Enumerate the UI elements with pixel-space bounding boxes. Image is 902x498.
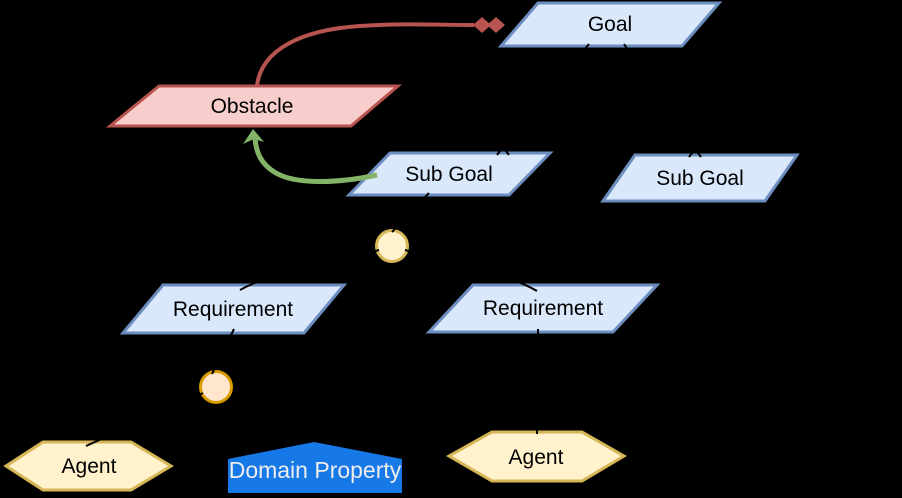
connector-requirement-agent-right bbox=[536, 328, 539, 435]
connector-goal-subgoal-left bbox=[503, 43, 590, 148]
obstruction-curve bbox=[255, 22, 475, 86]
subgoal-right-label: Sub Goal bbox=[656, 167, 744, 190]
refinement-connectors bbox=[85, 43, 702, 447]
obstacle-node[interactable] bbox=[105, 84, 403, 128]
requirement-left-label: Requirement bbox=[173, 298, 293, 321]
agent-left-label: Agent bbox=[62, 455, 117, 478]
requirement-right-label: Requirement bbox=[483, 297, 603, 320]
goal-label: Goal bbox=[588, 13, 632, 36]
connector-subgoal-circle bbox=[391, 192, 430, 233]
refinement-node-upper[interactable] bbox=[375, 229, 409, 263]
goal-node[interactable] bbox=[497, 1, 723, 48]
agent-right-node[interactable] bbox=[445, 430, 627, 483]
obstruction-diamond-2 bbox=[487, 17, 505, 33]
agent-right-label: Agent bbox=[509, 446, 564, 469]
arrowhead-subgoal-left bbox=[496, 145, 510, 156]
requirement-left-node[interactable] bbox=[119, 283, 348, 335]
subgoal-left-node[interactable] bbox=[345, 151, 554, 197]
subgoal-left-label: Sub Goal bbox=[405, 163, 493, 186]
agent-left-node[interactable] bbox=[3, 440, 174, 492]
domain-property-node[interactable] bbox=[228, 442, 402, 493]
subgoal-right-node[interactable] bbox=[600, 153, 800, 203]
resolution-curve bbox=[252, 137, 378, 185]
connector-circle-requirement-right bbox=[404, 249, 538, 292]
requirement-right-node[interactable] bbox=[425, 283, 661, 334]
connector-requirement-circle-lower bbox=[211, 328, 235, 375]
connector-circle-requirement-left bbox=[239, 249, 380, 291]
arrowhead-subgoal-right bbox=[688, 147, 702, 158]
obstruction-diamond-1 bbox=[473, 17, 491, 33]
obstruction-edge[interactable] bbox=[255, 17, 505, 86]
connector-goal-subgoal-right bbox=[623, 43, 696, 151]
domain-property-label: Domain Property bbox=[229, 457, 402, 483]
refinement-node-lower[interactable] bbox=[199, 370, 233, 404]
obstacle-label: Obstacle bbox=[211, 95, 294, 118]
connector-circle-agent-left bbox=[85, 392, 204, 447]
resolution-edge[interactable] bbox=[243, 129, 378, 185]
resolution-arrowhead bbox=[243, 129, 264, 144]
